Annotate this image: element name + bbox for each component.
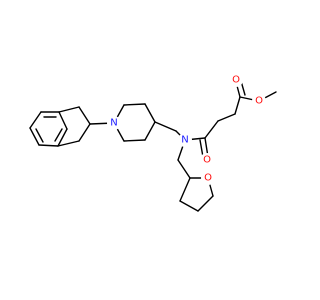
atom-label-background bbox=[107, 116, 121, 130]
bond bbox=[38, 144, 59, 147]
atom-label-layer: O O N O N O bbox=[107, 73, 266, 185]
bond bbox=[123, 139, 146, 142]
atom-label-amide-oxygen: O bbox=[203, 155, 211, 166]
bond bbox=[123, 103, 146, 106]
bond bbox=[154, 121, 177, 132]
bond bbox=[58, 111, 68, 130]
bond bbox=[54, 128, 63, 142]
atom-label-ester-oxygen: O bbox=[255, 96, 263, 107]
bond bbox=[179, 200, 199, 212]
atom-label-background bbox=[252, 94, 266, 108]
atom-label-thf-oxygen: O bbox=[204, 173, 212, 184]
atom-label-carbonyl-oxygen: O bbox=[232, 75, 240, 86]
bond bbox=[29, 111, 42, 129]
bond bbox=[29, 127, 40, 146]
bond bbox=[204, 120, 219, 139]
bond bbox=[197, 195, 214, 212]
bond bbox=[144, 121, 156, 141]
bond bbox=[199, 139, 204, 158]
bond bbox=[179, 177, 191, 202]
bond bbox=[35, 128, 44, 143]
atom-label-background bbox=[229, 73, 243, 87]
atom-label-background bbox=[200, 153, 214, 167]
atom-label-background bbox=[178, 133, 192, 147]
molecule-structure: O O N O N O bbox=[29, 73, 277, 212]
bond bbox=[78, 123, 91, 142]
bond-layer bbox=[29, 80, 277, 212]
bond bbox=[57, 140, 80, 147]
bond bbox=[234, 96, 241, 115]
bond bbox=[177, 159, 191, 179]
bond bbox=[58, 106, 80, 113]
bond bbox=[57, 128, 68, 147]
bond bbox=[144, 103, 156, 123]
bond bbox=[78, 106, 91, 125]
bond bbox=[217, 113, 236, 122]
atom-label-amide-nitrogen: N bbox=[181, 135, 188, 146]
atom-label-piperidine-nitrogen: N bbox=[110, 118, 117, 129]
atom-label-background bbox=[201, 171, 215, 185]
